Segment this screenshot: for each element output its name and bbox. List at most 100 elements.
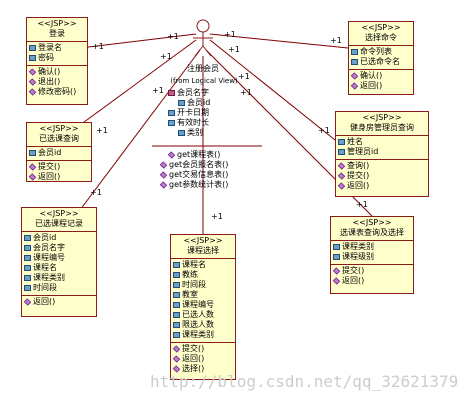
attribute-icon — [173, 322, 180, 328]
operation-section: 提交() 返回() — [331, 265, 413, 288]
operation-icon — [332, 267, 341, 275]
operation-section: 返回() — [22, 296, 96, 309]
class-selected-query[interactable]: <<JSP>> 已选课查询 会员id 提交() 返回() — [26, 122, 92, 182]
operation-section: 确认() 退出() 修改密码() — [27, 66, 87, 99]
attribute-row: 教室 — [173, 290, 235, 300]
actor-attr-row: 会员名字 — [168, 88, 210, 98]
attribute-icon — [333, 244, 340, 250]
stereotype-label: <<JSP>> — [362, 113, 402, 122]
attribute-icon — [178, 130, 185, 136]
attribute-section: 姓名 管理员id — [336, 136, 428, 160]
operation-section: 确认() 返回() — [349, 70, 413, 93]
attribute-row: 已选人数 — [173, 310, 235, 320]
operation-section: 提交() 返回() 选择() — [171, 343, 235, 376]
assoc-line-gym-admin — [209, 39, 336, 141]
operation-row: 提交() — [172, 344, 235, 354]
class-name: 已选课查询 — [39, 134, 79, 143]
attribute-row: 课程类别 — [333, 242, 413, 252]
attribute-icon — [24, 285, 31, 291]
actor-op-row: get参数统计表() — [159, 180, 228, 190]
stereotype-label: <<JSP>> — [361, 23, 401, 32]
multiplicity-label: +1 — [167, 32, 179, 41]
operation-icon — [337, 162, 346, 170]
operation-row: 修改密码() — [28, 87, 87, 97]
class-name: 已选课程记录 — [35, 219, 83, 228]
multiplicity-label: +1 — [224, 30, 236, 39]
attribute-icon — [173, 332, 180, 338]
operation-icon — [332, 277, 341, 285]
multiplicity-label: +1 — [152, 86, 164, 95]
operation-row: 返回() — [332, 276, 413, 286]
operation-icon — [159, 171, 168, 179]
operation-row: 确认() — [350, 71, 413, 81]
class-header: <<JSP>> 已选课查询 — [27, 123, 91, 147]
class-name: 登录 — [49, 29, 65, 38]
attribute-row: 课程编号 — [173, 300, 235, 310]
attribute-section: 课程类别 课程级别 — [331, 241, 413, 265]
operation-icon — [28, 163, 37, 171]
class-header: <<JSP>> 选择命令 — [349, 22, 413, 46]
attribute-section: 登录名 密码 — [27, 42, 87, 66]
multiplicity-label: +1 — [356, 200, 368, 209]
multiplicity-label: +1 — [240, 88, 252, 97]
multiplicity-label: +1 — [318, 126, 330, 135]
class-login[interactable]: <<JSP>> 登录 登录名 密码 确认() 退出() 修改密码() — [26, 17, 88, 105]
watermark-text: http://blog.csdn.net/qq_32621379 — [150, 372, 459, 391]
attribute-icon — [173, 272, 180, 278]
stereotype-label: <<JSP>> — [352, 218, 392, 227]
class-select-command[interactable]: <<JSP>> 选择命令 命令列表 已选命令名 确认() 返回() — [348, 21, 414, 95]
operation-icon — [159, 181, 168, 189]
attribute-icon — [351, 49, 358, 55]
attribute-row: 课程名 — [173, 260, 235, 270]
attribute-row: 课程类别 — [24, 273, 96, 283]
attribute-icon — [333, 254, 340, 260]
attribute-icon — [338, 149, 345, 155]
attribute-icon — [338, 139, 345, 145]
attribute-row: 会员id — [29, 148, 91, 158]
class-course-table[interactable]: <<JSP>> 课程选择 课程名 教练 时间段 教室 课程编号 已选人数 限选人… — [170, 234, 236, 380]
attribute-row: 时间段 — [173, 280, 235, 290]
actor-attr-row: 有效时长 — [168, 118, 210, 128]
multiplicity-label: +1 — [228, 45, 240, 54]
operation-icon — [28, 173, 37, 181]
assoc-line-login — [79, 33, 197, 49]
actor-op-row: get课程表() — [160, 150, 228, 160]
operation-section: 提交() 返回() — [27, 161, 91, 184]
assoc-line-selected-query — [79, 39, 197, 126]
attribute-icon — [24, 275, 31, 281]
class-name: 健身房管理员查询 — [350, 123, 414, 132]
operation-row: 返回() — [350, 81, 413, 91]
actor-attr-row: 会员id — [168, 98, 210, 108]
operation-icon — [337, 182, 346, 190]
attribute-section: 会员id — [27, 147, 91, 161]
operation-row: 提交() — [28, 162, 91, 172]
operation-row: 退出() — [28, 77, 87, 87]
class-course-record[interactable]: <<JSP>> 已选课程记录 会员id 会员名字 课程编号 课程名 课程类别 时… — [21, 207, 97, 317]
class-gym-admin-query[interactable]: <<JSP>> 健身房管理员查询 姓名 管理员id 查询() 提交() 返回() — [335, 111, 429, 197]
attribute-icon — [168, 110, 175, 116]
class-header: <<JSP>> 选课表查询及选择 — [331, 217, 413, 241]
attribute-icon — [24, 265, 31, 271]
class-name: 选择命令 — [365, 33, 397, 42]
stereotype-label: <<JSP>> — [37, 19, 77, 28]
operation-row: 提交() — [337, 171, 428, 181]
attribute-section: 课程名 教练 时间段 教室 课程编号 已选人数 限选人数 课程类别 — [171, 259, 235, 343]
class-course-query[interactable]: <<JSP>> 选课表查询及选择 课程类别 课程级别 提交() 返回() — [330, 216, 414, 294]
operation-icon — [28, 88, 37, 96]
attribute-icon — [24, 255, 31, 261]
attribute-icon — [24, 235, 31, 241]
class-name: 课程选择 — [187, 246, 219, 255]
attribute-icon — [168, 120, 175, 126]
actor-attr-row: 类别 — [168, 128, 210, 138]
attribute-row: 已选命令名 — [351, 57, 413, 67]
operation-row: 返回() — [28, 172, 91, 182]
class-header: <<JSP>> 登录 — [27, 18, 87, 42]
operation-row: 返回() — [172, 354, 235, 364]
operation-icon — [23, 298, 32, 306]
attribute-row: 管理员id — [338, 147, 428, 157]
operation-icon — [172, 345, 181, 353]
operation-section: 查询() 提交() 返回() — [336, 160, 428, 193]
operation-icon — [350, 82, 359, 90]
actor-attributes: 会员名字 会员id 开卡日期 有效时长 类别 — [168, 88, 210, 138]
multiplicity-label: +1 — [330, 36, 342, 45]
